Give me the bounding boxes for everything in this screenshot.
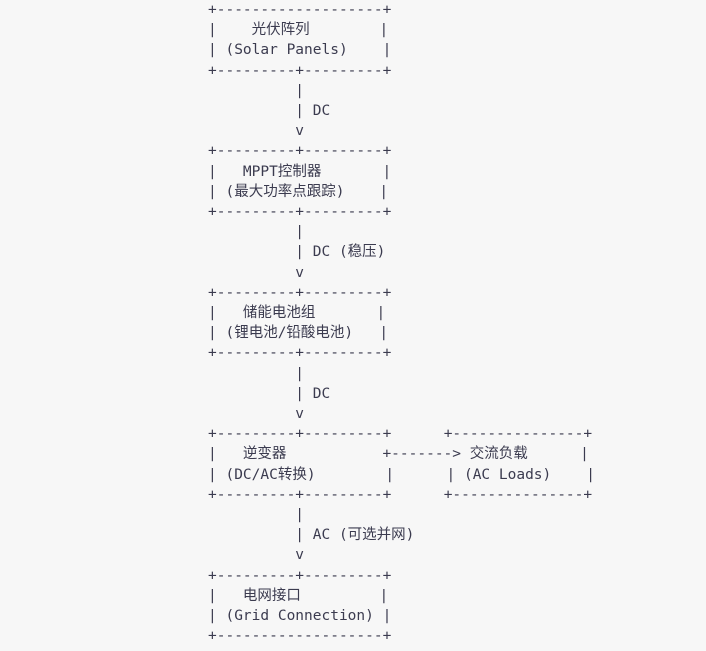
ascii-system-diagram: +-------------------+ | 光伏阵列 | | (Solar …	[208, 2, 595, 645]
